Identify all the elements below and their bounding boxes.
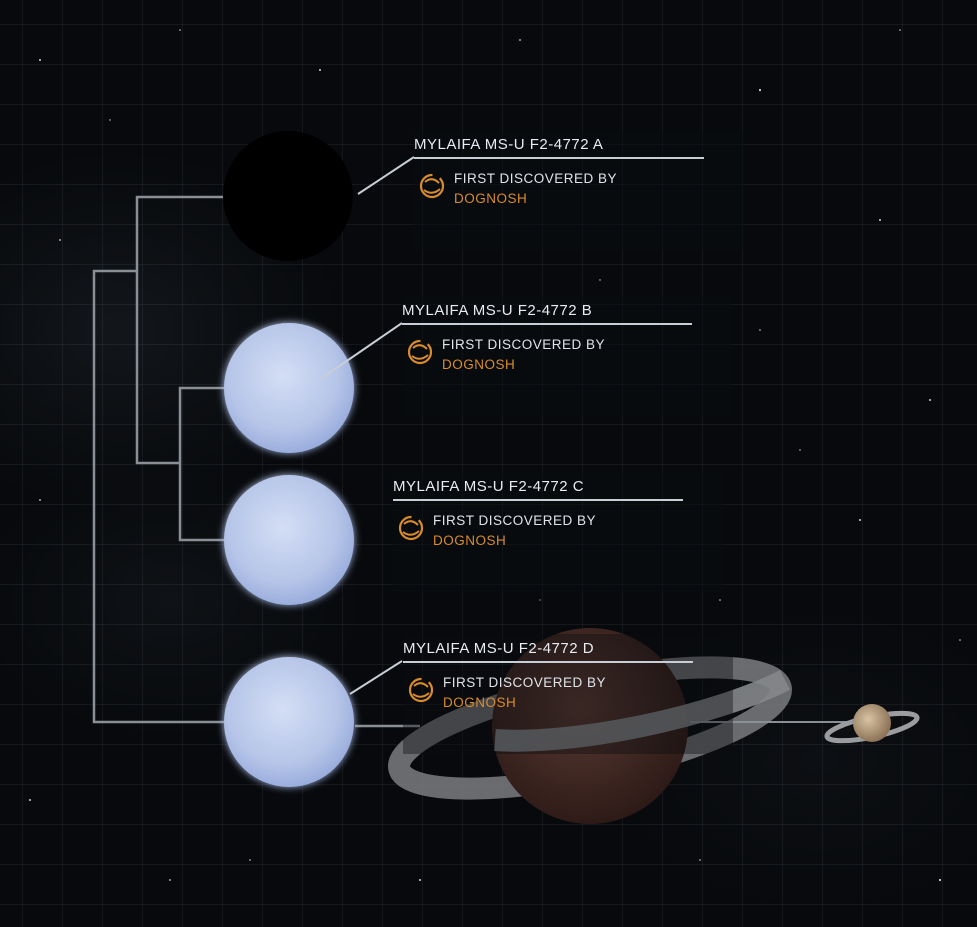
star-b[interactable] — [224, 323, 354, 453]
star-name: MYLAIFA MS-U F2-4772 C — [393, 478, 585, 495]
label-star-d[interactable]: MYLAIFA MS-U F2-4772 D FIRST DISCOVERED … — [403, 634, 733, 754]
discovery-icon — [419, 173, 445, 199]
discoverer-name: DOGNOSH — [454, 191, 528, 206]
label-star-b[interactable]: MYLAIFA MS-U F2-4772 B FIRST DISCOVERED … — [402, 296, 732, 416]
star-name: MYLAIFA MS-U F2-4772 B — [402, 302, 593, 319]
discovery-icon — [408, 677, 434, 703]
star-a[interactable] — [223, 131, 353, 261]
star-name: MYLAIFA MS-U F2-4772 A — [414, 136, 604, 153]
label-star-a[interactable]: MYLAIFA MS-U F2-4772 A FIRST DISCOVERED … — [414, 130, 744, 250]
discovered-label: FIRST DISCOVERED BY — [433, 513, 597, 528]
label-pointers — [321, 156, 415, 695]
ringed-planet — [388, 628, 792, 824]
discoverer-name: DOGNOSH — [443, 695, 517, 710]
label-underline — [402, 323, 692, 325]
label-underline — [403, 661, 693, 663]
discovered-label: FIRST DISCOVERED BY — [442, 337, 606, 352]
star-name: MYLAIFA MS-U F2-4772 D — [403, 640, 595, 657]
discovery-icon — [398, 515, 424, 541]
discovered-label: FIRST DISCOVERED BY — [443, 675, 607, 690]
hierarchy-connectors — [92, 195, 420, 728]
label-underline — [393, 499, 683, 501]
discoverer-name: DOGNOSH — [433, 533, 507, 548]
background-stars — [29, 29, 961, 882]
star-c[interactable] — [224, 475, 354, 605]
ringed-moon — [690, 704, 920, 744]
label-underline — [414, 157, 704, 159]
label-star-c[interactable]: MYLAIFA MS-U F2-4772 C FIRST DISCOVERED … — [393, 472, 723, 592]
star-d[interactable] — [224, 657, 354, 787]
discovery-icon — [407, 339, 433, 365]
discovered-label: FIRST DISCOVERED BY — [454, 171, 618, 186]
discoverer-name: DOGNOSH — [442, 357, 516, 372]
